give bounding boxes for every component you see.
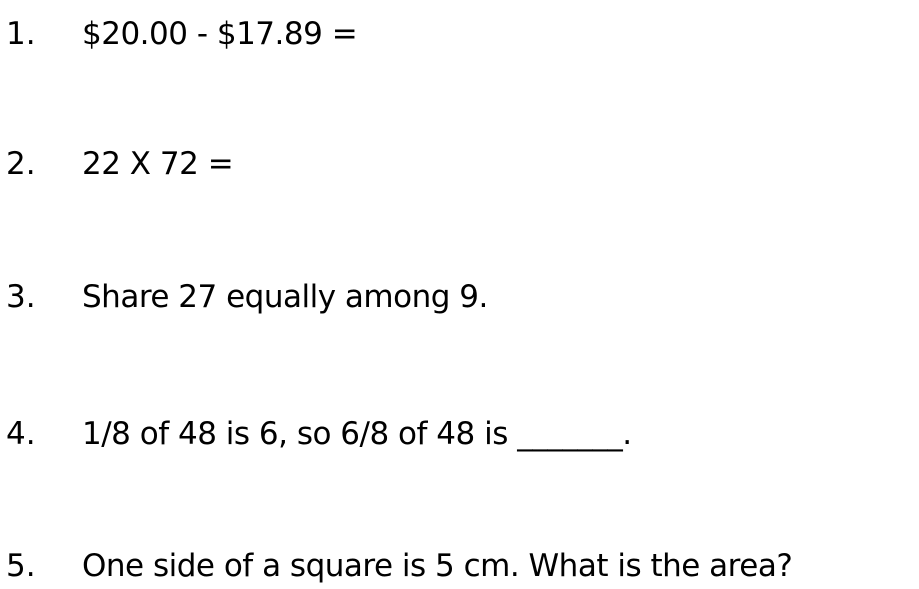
problem-5: 5. One side of a square is 5 cm. What is… [6, 546, 793, 586]
problem-3: 3. Share 27 equally among 9. [6, 277, 488, 317]
problem-number: 4. [6, 416, 36, 452]
problem-text: $20.00 - $17.89 = [82, 16, 358, 52]
problem-4: 4. 1/8 of 48 is 6, so 6/8 of 48 is _____… [6, 414, 632, 454]
problem-1: 1. $20.00 - $17.89 = [6, 14, 358, 54]
problem-2: 2. 22 X 72 = [6, 144, 234, 184]
problem-number: 5. [6, 548, 36, 584]
problem-text: Share 27 equally among 9. [82, 279, 488, 315]
problem-number: 3. [6, 279, 36, 315]
problem-text: 22 X 72 = [82, 146, 234, 182]
problem-number: 2. [6, 146, 36, 182]
problem-text: 1/8 of 48 is 6, so 6/8 of 48 is _______. [82, 416, 632, 452]
problem-text: One side of a square is 5 cm. What is th… [82, 548, 793, 584]
problem-number: 1. [6, 16, 36, 52]
